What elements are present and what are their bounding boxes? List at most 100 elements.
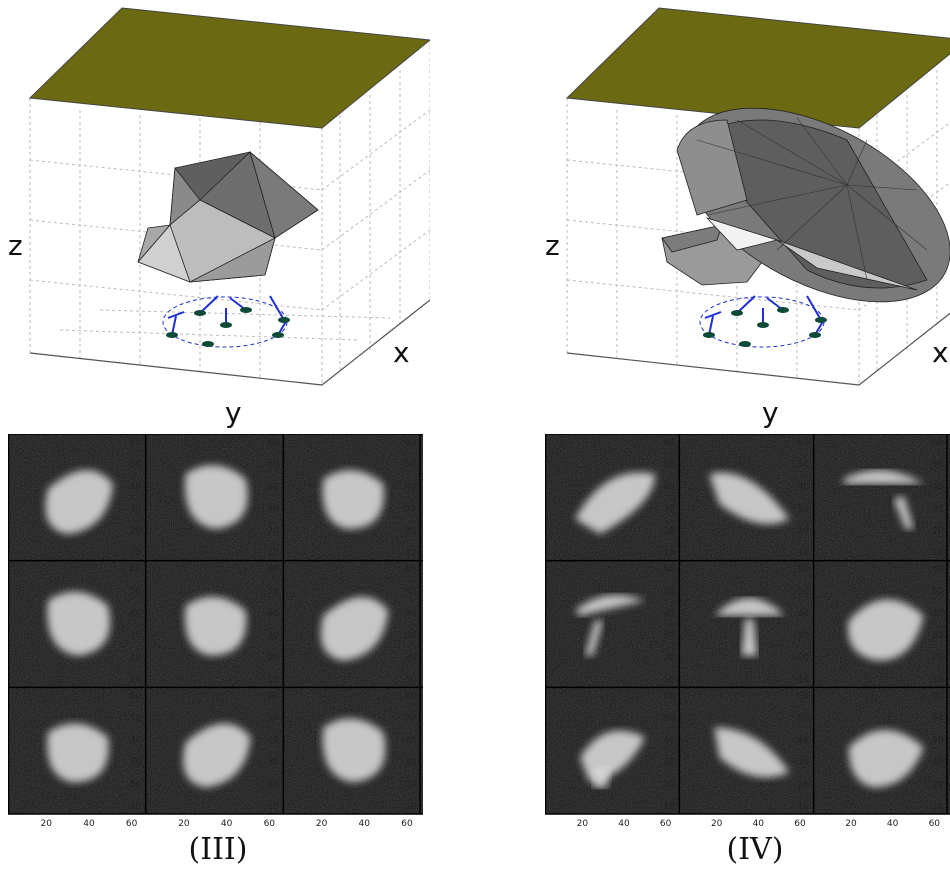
y-tick-label: 10 xyxy=(130,675,142,685)
y-tick-label: 60 xyxy=(405,691,417,701)
object-projection xyxy=(322,470,384,529)
panel-iv-grid-svg: 6050403020106050403020106050403020106050… xyxy=(544,433,950,829)
y-tick-label: 20 xyxy=(932,527,944,537)
axis-label-x: x xyxy=(932,336,949,369)
y-tick-label: 20 xyxy=(798,653,810,663)
y-tick-label: 30 xyxy=(267,758,279,768)
y-tick-label: 20 xyxy=(130,653,142,663)
y-tick-label: 20 xyxy=(663,527,675,537)
y-tick-label: 30 xyxy=(798,758,810,768)
x-tick-label: 40 xyxy=(618,819,630,829)
y-tick-label: 30 xyxy=(663,758,675,768)
panel-iii-3d-scene: z x y xyxy=(0,0,432,430)
y-tick-label: 10 xyxy=(798,802,810,812)
x-tick-label: 60 xyxy=(401,819,413,829)
object-projection xyxy=(322,718,386,783)
y-tick-label: 60 xyxy=(663,438,675,448)
y-tick-label: 50 xyxy=(663,713,675,723)
x-tick-label: 60 xyxy=(660,819,672,829)
y-tick-label: 20 xyxy=(267,653,279,663)
x-tick-label: 40 xyxy=(221,819,233,829)
x-tick-label: 20 xyxy=(316,819,328,829)
y-tick-label: 40 xyxy=(405,736,417,746)
y-tick-label: 20 xyxy=(798,780,810,790)
x-tick-label: 20 xyxy=(711,819,723,829)
y-tick-label: 30 xyxy=(267,631,279,641)
y-tick-label: 50 xyxy=(932,713,944,723)
x-tick-label: 60 xyxy=(126,819,138,829)
y-tick-label: 30 xyxy=(663,504,675,514)
y-tick-label: 30 xyxy=(405,631,417,641)
y-tick-label: 50 xyxy=(405,460,417,470)
object-projection xyxy=(185,465,248,529)
y-tick-label: 20 xyxy=(405,653,417,663)
y-tick-label: 50 xyxy=(405,713,417,723)
y-tick-label: 60 xyxy=(405,565,417,575)
y-tick-label: 40 xyxy=(663,609,675,619)
object-projection xyxy=(893,496,914,529)
y-tick-label: 20 xyxy=(798,527,810,537)
y-tick-label: 50 xyxy=(130,587,142,597)
x-tick-label: 20 xyxy=(41,819,53,829)
y-tick-label: 30 xyxy=(130,504,142,514)
reconstruction-image-cell: 60 50 40 30 20 10 xyxy=(714,565,810,685)
y-tick-label: 60 xyxy=(130,565,142,575)
x-tick-label: 60 xyxy=(794,819,806,829)
y-tick-label: 40 xyxy=(405,482,417,492)
y-tick-label: 50 xyxy=(267,713,279,723)
y-tick-label: 60 xyxy=(798,691,810,701)
y-tick-label: 50 xyxy=(798,587,810,597)
x-tick-label: 60 xyxy=(929,819,941,829)
x-tick-label: 40 xyxy=(83,819,95,829)
y-tick-label: 10 xyxy=(798,675,810,685)
y-tick-label: 60 xyxy=(267,438,279,448)
y-tick-label: 10 xyxy=(267,675,279,685)
y-tick-label: 60 xyxy=(267,565,279,575)
reconstructed-object-iv xyxy=(661,107,950,303)
y-tick-label: 60 xyxy=(798,565,810,575)
object-projection xyxy=(47,723,109,783)
axis-label-x: x xyxy=(393,336,410,369)
y-tick-label: 10 xyxy=(932,675,944,685)
object-projection xyxy=(184,596,247,656)
axis-label-z: z xyxy=(8,229,23,262)
y-tick-label: 10 xyxy=(405,549,417,559)
y-tick-label: 40 xyxy=(932,736,944,746)
panel-iv-3d-svg: z x y xyxy=(545,7,950,429)
y-tick-label: 10 xyxy=(405,802,417,812)
y-tick-label: 30 xyxy=(932,758,944,768)
object-projection xyxy=(709,472,790,524)
y-tick-label: 10 xyxy=(663,802,675,812)
y-tick-label: 20 xyxy=(663,653,675,663)
panel-iii-3d-svg: z x y xyxy=(8,7,432,429)
y-tick-label: 20 xyxy=(405,527,417,537)
object-projection xyxy=(848,729,924,788)
object-projection xyxy=(843,470,924,484)
y-tick-label: 30 xyxy=(798,631,810,641)
y-tick-label: 50 xyxy=(267,587,279,597)
y-tick-label: 40 xyxy=(798,609,810,619)
object-projection xyxy=(585,620,603,656)
y-tick-label: 10 xyxy=(267,549,279,559)
axis-label-z: z xyxy=(545,229,560,262)
y-tick-label: 30 xyxy=(932,504,944,514)
object-projection xyxy=(848,599,924,661)
caption-iv: (IV) xyxy=(726,832,784,867)
object-projection xyxy=(45,470,113,534)
panel-iii-grid-svg: 6050403020106050403020106050403020106050… xyxy=(7,433,423,829)
object-projection xyxy=(183,723,251,788)
reconstructed-object-iii xyxy=(137,150,319,283)
y-tick-label: 10 xyxy=(932,802,944,812)
y-tick-label: 50 xyxy=(130,713,142,723)
x-tick-label: 40 xyxy=(887,819,899,829)
y-tick-label: 30 xyxy=(405,758,417,768)
